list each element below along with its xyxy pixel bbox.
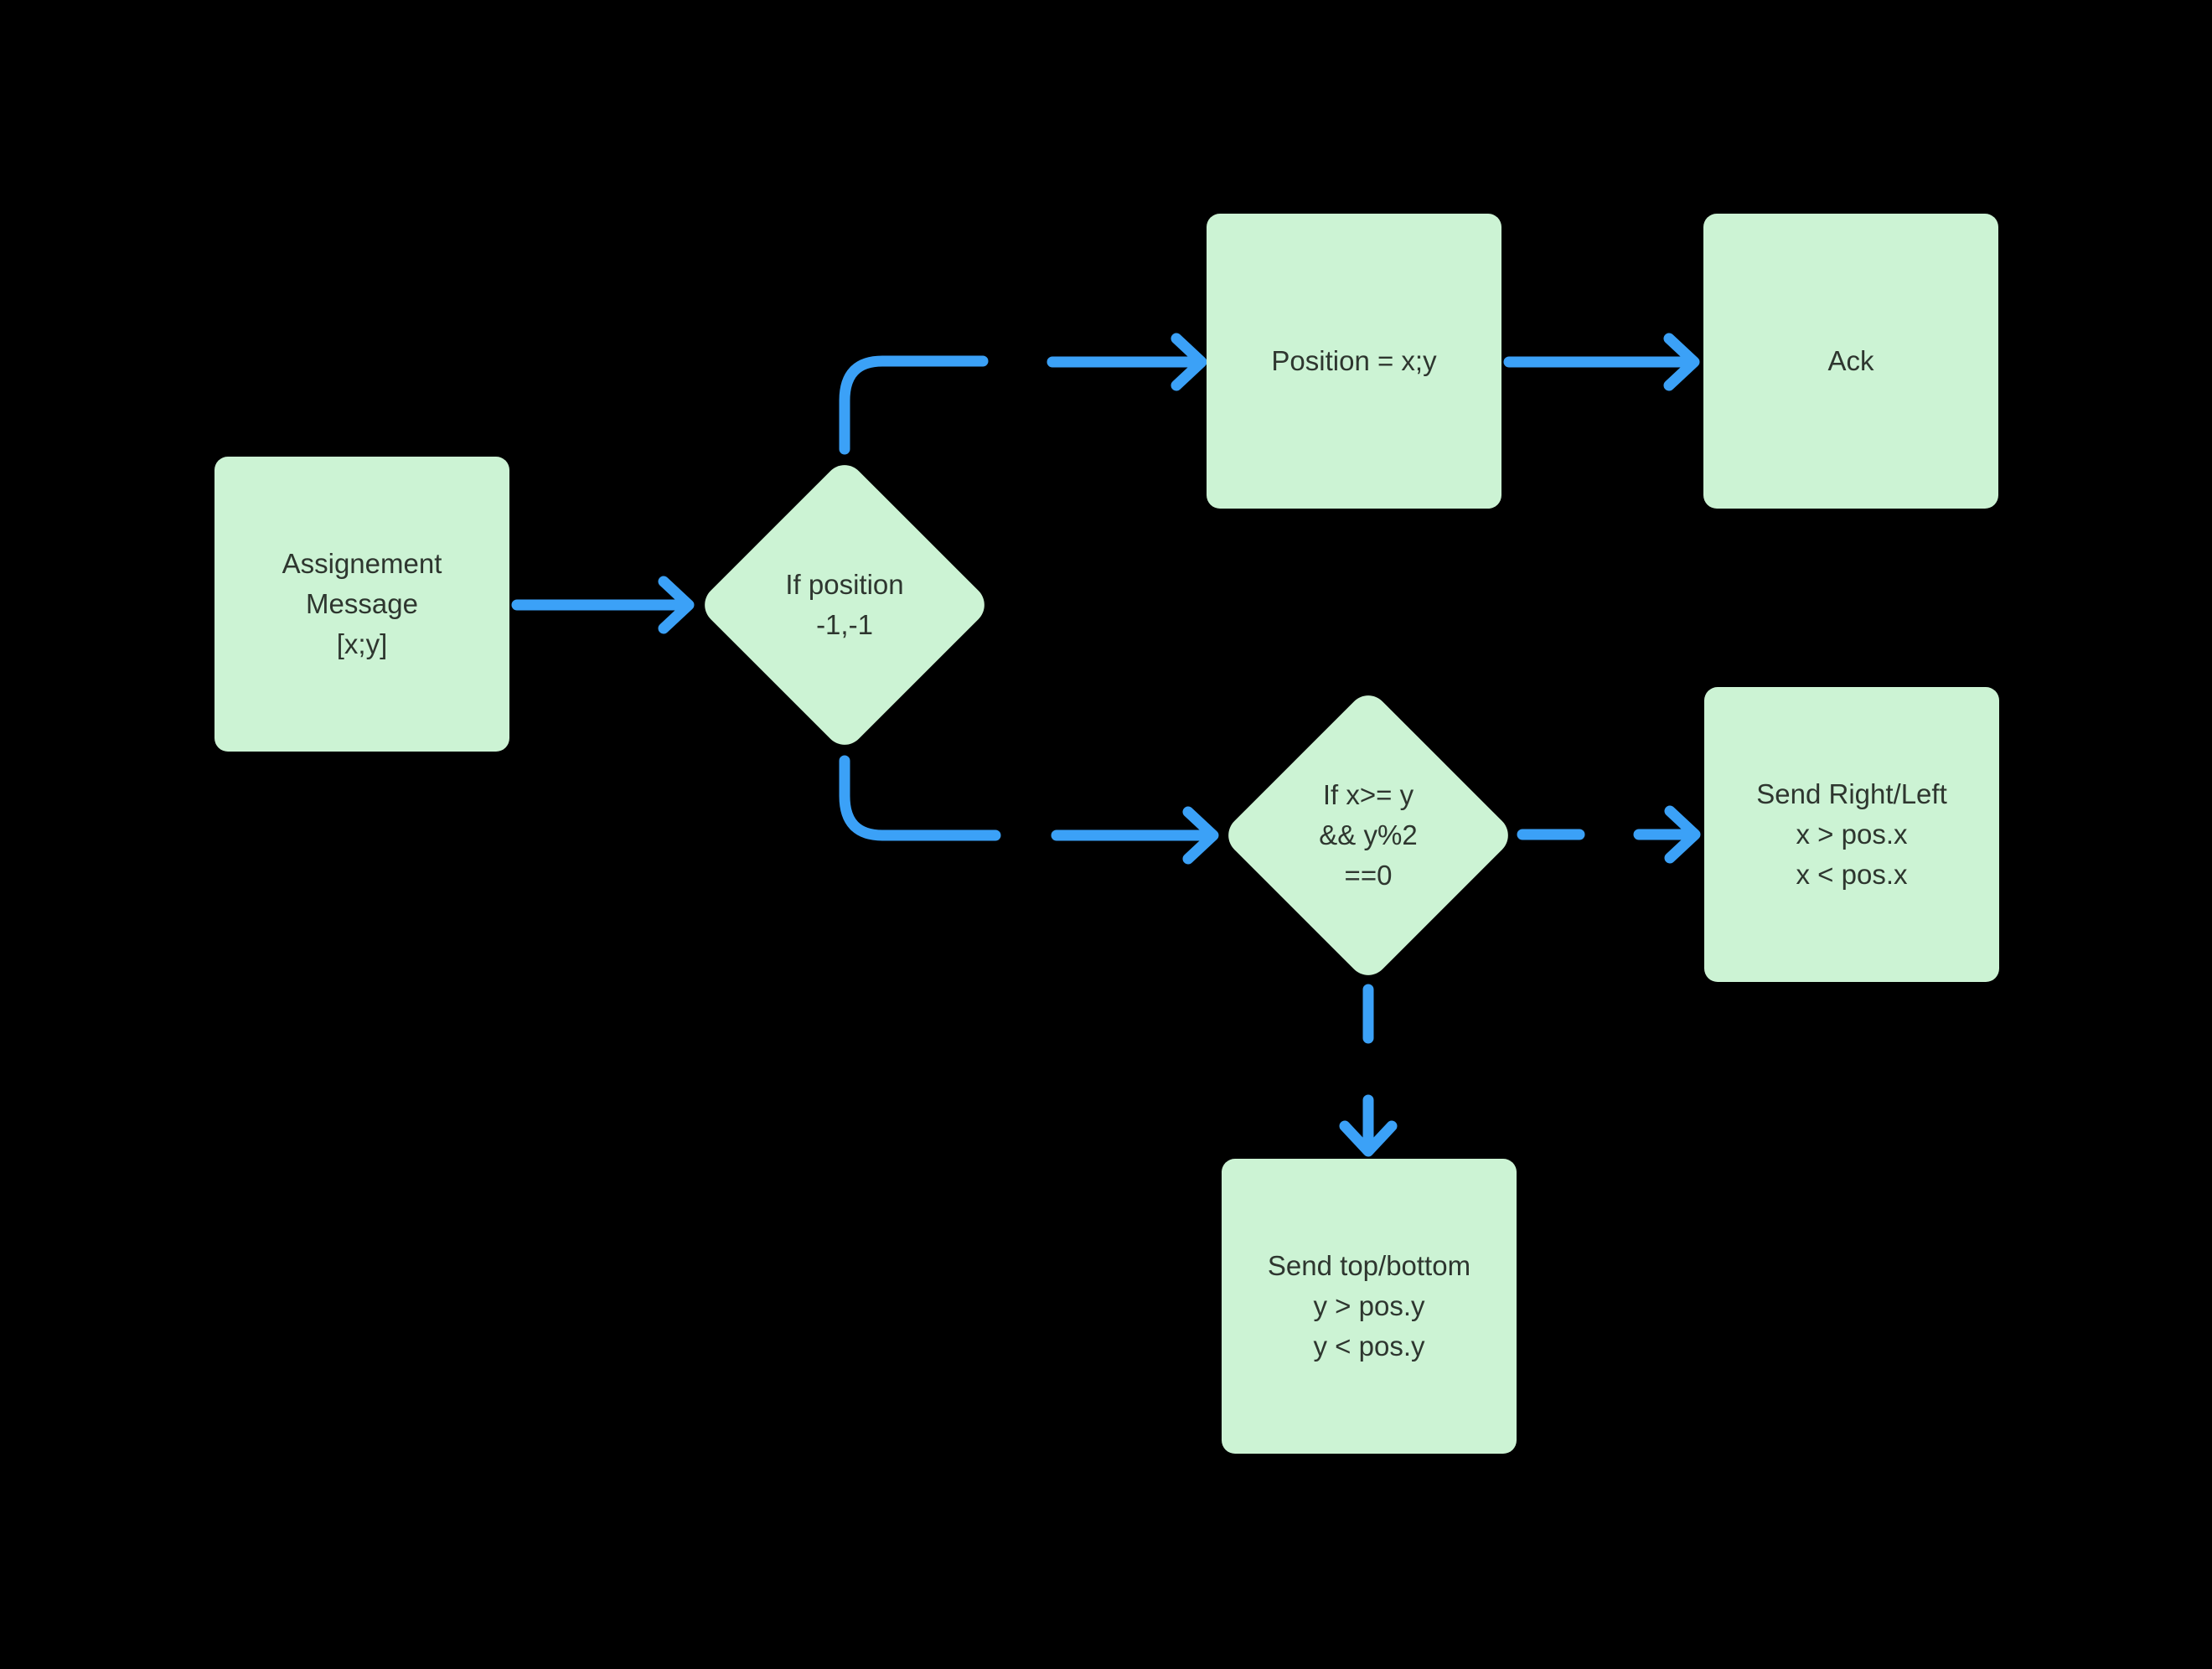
node-position-xy: Position = x;y [1207,214,1501,509]
node-text-line: -1,-1 [816,609,873,640]
arrow-if-position-to-if-x-ge-y [839,755,1219,865]
node-text-line: Assignement [282,548,442,579]
node-text-line: x < pos.x [1796,859,1908,890]
node-text-line: Position = x;y [1271,345,1437,376]
node-text-line: Message [306,588,418,619]
node-text-line: && y%2 [1319,819,1418,850]
node-text-line: Send Right/Left [1756,778,1947,809]
arrow-if-position-to-position-xy [839,333,1207,455]
node-assignement-message: Assignement Message [x;y] [214,457,509,752]
node-text-line: [x;y] [336,628,388,659]
node-text-line: If position [785,569,904,600]
node-ack: Ack [1703,214,1998,509]
arrow-if-x-ge-y-to-send-right-left [1517,805,1701,864]
node-text-line: y > pos.y [1313,1290,1425,1321]
arrow-position-xy-to-ack [1503,333,1700,391]
node-text-line: Send top/bottom [1267,1250,1471,1281]
arrow-if-x-ge-y-to-send-top-bottom [1339,984,1398,1157]
node-if-position: If position -1,-1 [696,457,993,753]
node-text-line: y < pos.y [1313,1331,1425,1362]
node-send-right-left: Send Right/Left x > pos.x x < pos.x [1704,687,1999,982]
arrow-assignment-to-if-position [511,576,695,634]
node-send-top-bottom: Send top/bottom y > pos.y y < pos.y [1222,1159,1517,1454]
node-text-line: x > pos.x [1796,819,1908,850]
node-text-line: Ack [1827,345,1874,376]
node-text-line: ==0 [1344,860,1393,891]
node-text-line: If x>= y [1322,779,1414,810]
node-if-x-ge-y: If x>= y && y%2 ==0 [1220,687,1517,984]
